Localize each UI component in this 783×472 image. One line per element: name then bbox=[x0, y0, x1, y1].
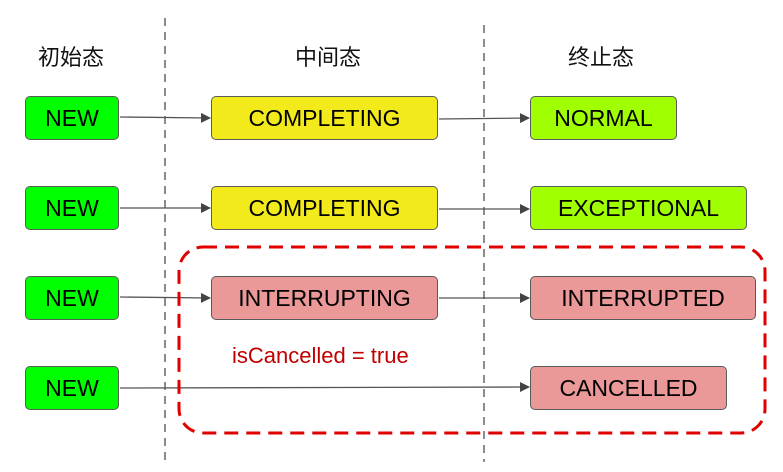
state-interrupted: INTERRUPTED bbox=[530, 276, 756, 320]
state-cancelled: CANCELLED bbox=[530, 366, 727, 410]
state-completing-row1: COMPLETING bbox=[211, 96, 438, 140]
state-new-row4: NEW bbox=[25, 366, 119, 410]
cancel-highlight-box bbox=[177, 245, 767, 435]
arrow-row3-new-to-interrupting bbox=[119, 292, 211, 303]
state-new-row2: NEW bbox=[25, 186, 119, 230]
arrow-row4-new-to-cancelled bbox=[119, 382, 530, 393]
state-completing-row2: COMPLETING bbox=[211, 186, 438, 230]
state-interrupting: INTERRUPTING bbox=[211, 276, 438, 320]
state-normal: NORMAL bbox=[530, 96, 677, 140]
state-new-row1: NEW bbox=[25, 96, 119, 140]
state-new-row3: NEW bbox=[25, 276, 119, 320]
state-exceptional: EXCEPTIONAL bbox=[530, 186, 747, 230]
column-title-initial: 初始态 bbox=[37, 46, 105, 71]
arrow-row1-new-to-completing bbox=[119, 112, 211, 123]
is-cancelled-annotation: isCancelled = true bbox=[232, 343, 409, 368]
arrow-row1-completing-to-normal bbox=[438, 113, 530, 124]
column-title-final: 终止态 bbox=[567, 46, 635, 71]
column-title-intermediate: 中间态 bbox=[294, 46, 362, 71]
